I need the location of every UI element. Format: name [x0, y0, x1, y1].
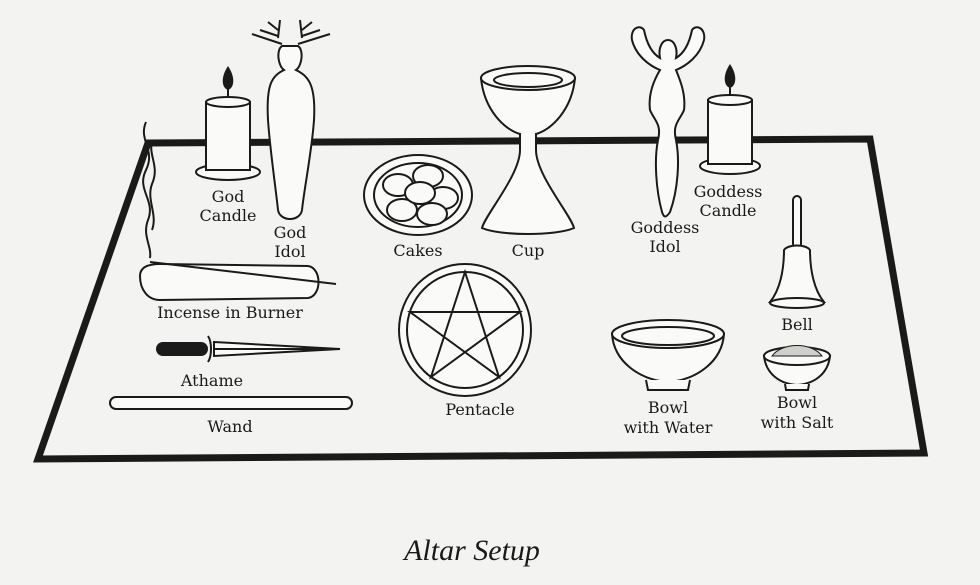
athame-icon — [156, 335, 341, 363]
bell-label: Bell — [781, 315, 812, 334]
cup-icon — [479, 65, 577, 235]
altar-outline — [33, 135, 929, 463]
god-idol-icon — [251, 19, 331, 220]
cakes-icon — [363, 154, 473, 236]
goddess-candle-icon — [699, 64, 761, 175]
cup-label: Cup — [512, 241, 545, 260]
wand-icon — [109, 396, 353, 410]
pentacle-label: Pentacle — [445, 400, 514, 419]
athame-label: Athame — [180, 371, 243, 390]
god-candle-icon — [195, 66, 261, 181]
incense-burner-icon — [138, 121, 337, 302]
goddess-idol-icon — [630, 26, 706, 218]
wand-label: Wand — [207, 417, 252, 436]
bowl-water-icon — [610, 319, 726, 391]
incense-label: Incense in Burner — [157, 303, 303, 322]
pentacle-icon — [398, 263, 532, 397]
bell-icon — [767, 195, 827, 309]
diagram-caption: Altar Setup — [402, 534, 540, 567]
cakes-label: Cakes — [393, 241, 442, 260]
bowl-salt-icon — [762, 345, 832, 391]
